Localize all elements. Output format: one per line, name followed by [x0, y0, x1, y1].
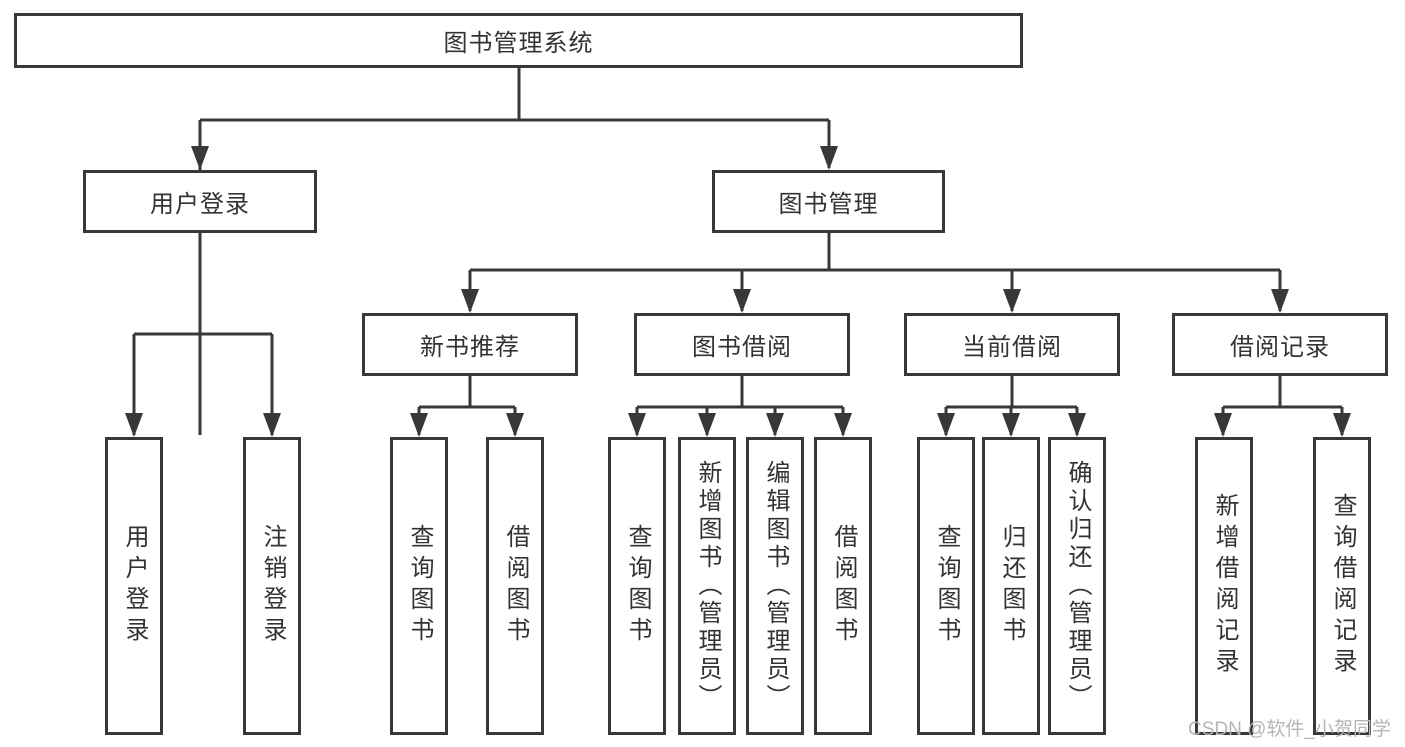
- node-current-borrowing-label: 当前借阅: [962, 334, 1062, 361]
- csdn-watermark: CSDN @软件_小贺同学: [1188, 719, 1391, 740]
- leaf-query-books-current: 查询图书: [917, 437, 975, 735]
- node-book-borrowing: 图书借阅: [634, 313, 850, 376]
- leaf-add-borrow-record-label: 新增借阅记录: [1211, 493, 1238, 679]
- leaf-add-borrow-record: 新增借阅记录: [1195, 437, 1253, 735]
- node-book-borrowing-label: 图书借阅: [692, 334, 792, 361]
- leaf-borrow-books-borrowing-label: 借阅图书: [830, 524, 857, 648]
- edge-root-fan: [198, 68, 831, 435]
- leaf-user-login-label: 用户登录: [121, 524, 148, 648]
- node-book-management-label: 图书管理: [778, 191, 879, 218]
- leaf-return-book: 归还图书: [982, 437, 1040, 735]
- leaf-query-books-recommend: 查询图书: [390, 437, 448, 735]
- node-new-book-recommend: 新书推荐: [362, 313, 578, 376]
- leaf-query-books-current-label: 查询图书: [933, 524, 960, 648]
- edge-records-fan: [1221, 376, 1344, 435]
- edge-borrow-fan: [635, 376, 845, 435]
- node-new-book-recommend-label: 新书推荐: [420, 334, 520, 361]
- leaf-query-books-borrowing: 查询图书: [608, 437, 666, 735]
- node-borrow-records-label: 借阅记录: [1230, 334, 1330, 361]
- node-book-management: 图书管理: [712, 170, 945, 233]
- leaf-borrow-books-recommend-label: 借阅图书: [502, 524, 529, 648]
- leaf-borrow-books-recommend: 借阅图书: [486, 437, 544, 735]
- node-user-login-label: 用户登录: [150, 191, 250, 218]
- leaf-query-books-borrowing-label: 查询图书: [624, 524, 651, 648]
- node-borrow-records: 借阅记录: [1172, 313, 1388, 376]
- leaf-logout-label: 注销登录: [259, 524, 286, 648]
- leaf-edit-book-admin-label: 编辑图书（管理员）: [762, 460, 789, 712]
- leaf-logout: 注销登录: [243, 437, 301, 735]
- node-current-borrowing: 当前借阅: [904, 313, 1120, 376]
- edge-newbook-fan: [417, 376, 517, 435]
- leaf-user-login: 用户登录: [105, 437, 163, 735]
- leaf-confirm-return-admin: 确认归还（管理员）: [1048, 437, 1106, 735]
- leaf-edit-book-admin: 编辑图书（管理员）: [746, 437, 804, 735]
- leaf-query-borrow-record: 查询借阅记录: [1313, 437, 1371, 735]
- node-user-login: 用户登录: [83, 170, 317, 233]
- leaf-query-borrow-record-label: 查询借阅记录: [1329, 493, 1356, 679]
- edge-login-fan: [132, 233, 274, 435]
- leaf-query-books-recommend-label: 查询图书: [406, 524, 433, 648]
- leaf-add-book-admin: 新增图书（管理员）: [678, 437, 736, 735]
- node-root: 图书管理系统: [14, 13, 1023, 68]
- leaf-add-book-admin-label: 新增图书（管理员）: [694, 460, 721, 712]
- node-root-label: 图书管理系统: [443, 30, 594, 57]
- leaf-confirm-return-admin-label: 确认归还（管理员）: [1064, 460, 1091, 712]
- leaf-return-book-label: 归还图书: [998, 524, 1025, 648]
- leaf-borrow-books-borrowing: 借阅图书: [814, 437, 872, 735]
- edge-mgmt-fan: [468, 233, 1282, 311]
